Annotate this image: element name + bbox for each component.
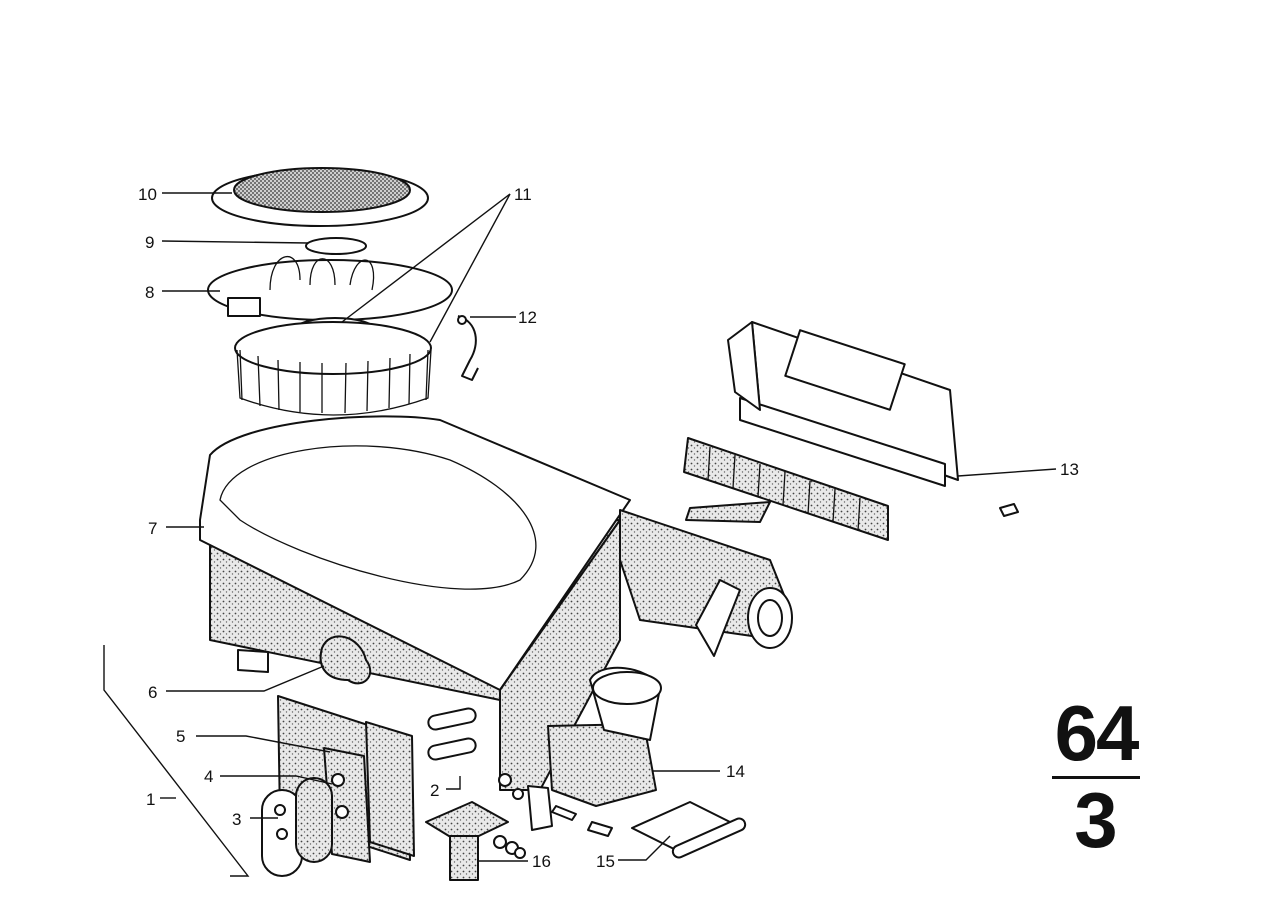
part-7-heater-housing bbox=[199, 415, 642, 791]
leader-13 bbox=[957, 468, 1057, 477]
callout-2: 2 bbox=[430, 781, 439, 800]
pipe-stubs bbox=[427, 707, 477, 761]
callout-10: 10 bbox=[138, 185, 157, 204]
leader-2 bbox=[446, 776, 461, 790]
leader-15 bbox=[618, 835, 671, 861]
group-code-minor: 3 bbox=[1074, 776, 1118, 864]
part-14-valve-box bbox=[547, 666, 662, 807]
callout-8: 8 bbox=[145, 283, 154, 302]
callout-7: 7 bbox=[148, 519, 157, 538]
leader-4 bbox=[220, 775, 333, 785]
part-12-clip bbox=[457, 315, 479, 381]
group-code-major: 64 bbox=[1054, 689, 1140, 777]
leader-1 bbox=[103, 645, 250, 877]
leader-lines bbox=[103, 192, 1057, 877]
part-6-seal bbox=[319, 635, 372, 685]
part-13-screw bbox=[999, 503, 1019, 517]
part-16-valve bbox=[425, 801, 526, 881]
housing-outlet-duct bbox=[619, 509, 793, 657]
callout-11: 11 bbox=[514, 185, 532, 204]
group-code: 64 3 bbox=[1048, 692, 1144, 861]
part-8-fan-housing-ring bbox=[207, 255, 453, 321]
leader-6 bbox=[166, 665, 325, 692]
callout-4: 4 bbox=[204, 767, 213, 786]
part-13-control-bracket bbox=[727, 321, 959, 487]
part-13-louver-grille bbox=[683, 437, 889, 541]
part-15-hose-bracket bbox=[631, 801, 747, 859]
leader-11a bbox=[341, 193, 511, 323]
callout-13: 13 bbox=[1060, 460, 1079, 479]
part-11-blower-wheel bbox=[234, 321, 432, 416]
callout-9: 9 bbox=[145, 233, 154, 252]
part-3-gasket-plate bbox=[295, 777, 333, 863]
callout-12: 12 bbox=[518, 308, 537, 327]
group-code-divider bbox=[1052, 776, 1140, 779]
callout-1: 1 bbox=[146, 790, 155, 809]
part-9-motor-cap bbox=[305, 237, 367, 255]
callout-16: 16 bbox=[532, 852, 551, 871]
leader-9 bbox=[161, 240, 309, 244]
small-fittings bbox=[498, 773, 613, 837]
part-10-filter-cover bbox=[211, 167, 429, 227]
callout-14: 14 bbox=[726, 762, 745, 781]
callout-numbers: 10 9 8 11 12 13 7 6 5 4 1 3 2 16 14 15 bbox=[138, 185, 1079, 871]
callout-15: 15 bbox=[596, 852, 615, 871]
callout-3: 3 bbox=[232, 810, 241, 829]
callout-6: 6 bbox=[148, 683, 157, 702]
callout-5: 5 bbox=[176, 727, 185, 746]
leader-5 bbox=[196, 735, 331, 753]
leader-11b bbox=[429, 193, 511, 343]
